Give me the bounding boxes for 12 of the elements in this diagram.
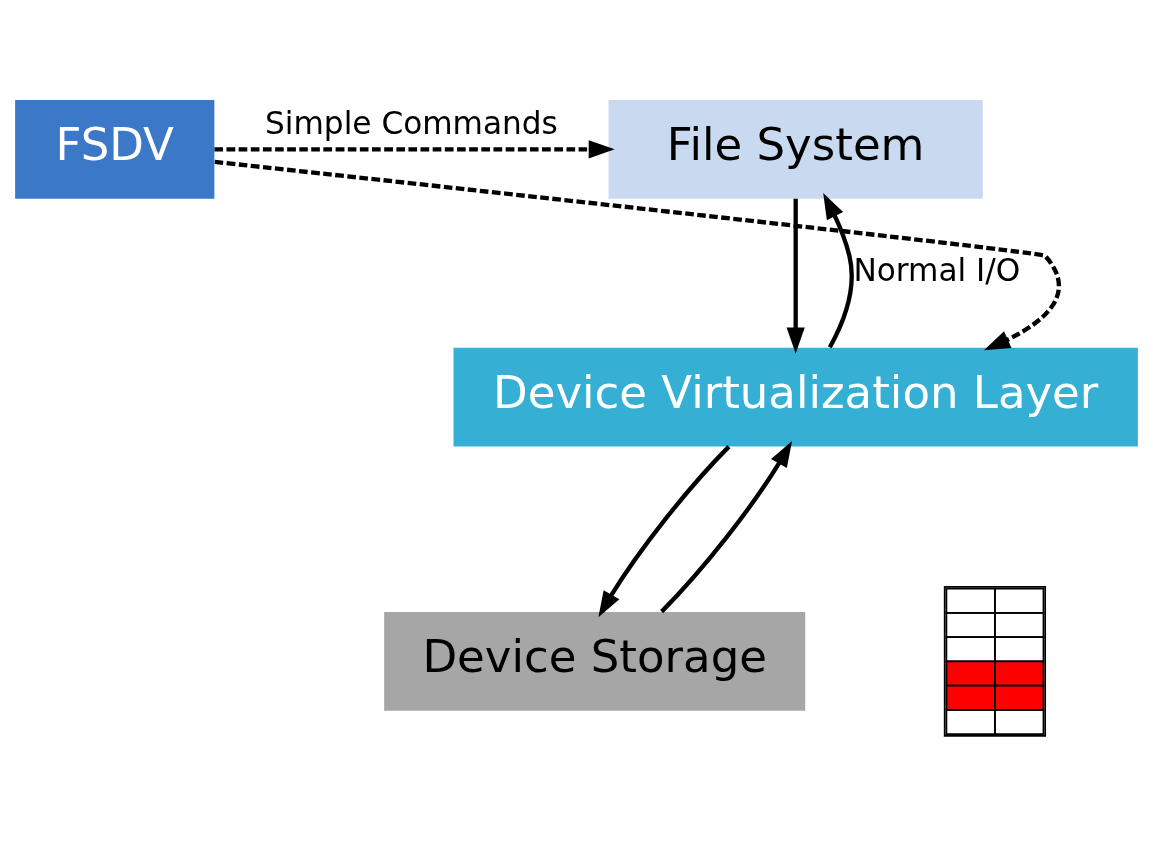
arrow xyxy=(660,440,793,613)
arrow xyxy=(214,159,1061,350)
arrow xyxy=(598,444,731,617)
arrow xyxy=(214,139,615,158)
edge-label: Normal I/O xyxy=(853,251,1021,288)
node-box: File System xyxy=(608,99,983,199)
node-box: FSDV xyxy=(15,99,215,199)
edge-label: Simple Commands xyxy=(265,104,558,141)
node-box: Device Storage xyxy=(384,611,806,711)
node-box: Device Virtualization Layer xyxy=(453,347,1138,446)
arrow xyxy=(786,198,805,353)
arrow xyxy=(823,192,854,348)
